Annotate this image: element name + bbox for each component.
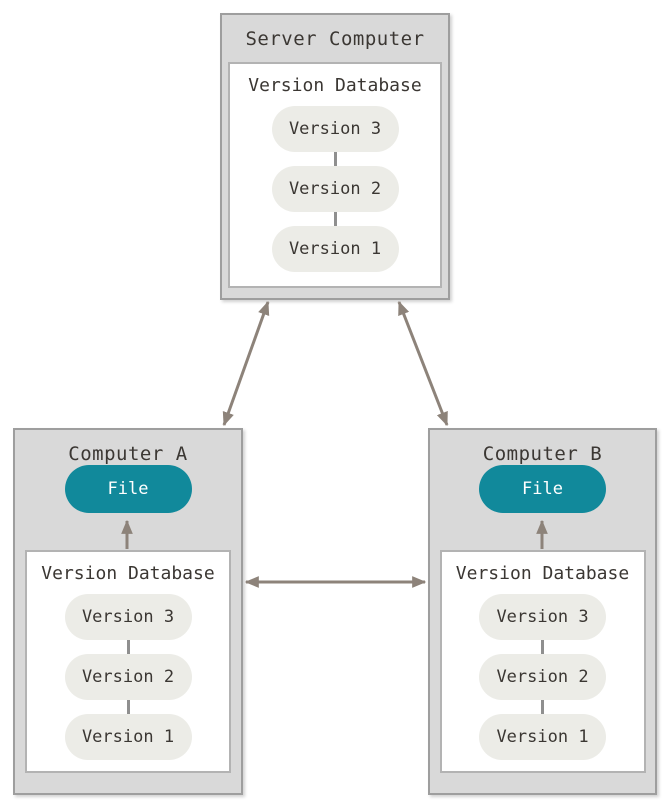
server-computer-title: Server Computer: [245, 28, 425, 50]
computer-a-node: Computer A File Version Database Version…: [13, 428, 243, 795]
pill-connector-line: [541, 700, 544, 714]
version-pill: Version 2: [479, 654, 606, 700]
pill-connector-line: [333, 152, 337, 166]
version-pill: Version 3: [479, 594, 606, 640]
server-computer-node: Server Computer Version Database Version…: [220, 13, 450, 300]
version-pill: Version 1: [479, 714, 606, 760]
computer-a-version-database: Version Database Version 3 Version 2 Ver…: [25, 550, 231, 773]
pill-connector-line: [333, 212, 337, 226]
file-pill: File: [479, 465, 606, 513]
version-pill: Version 1: [271, 226, 399, 272]
computer-a-title: Computer A: [68, 443, 188, 465]
pill-connector-line: [126, 640, 130, 654]
computer-b-node: Computer B File Version Database Version…: [428, 428, 657, 795]
version-database-label: Version Database: [248, 75, 422, 96]
version-pill: Version 3: [64, 594, 192, 640]
version-stack: Version 3 Version 2 Version 1: [442, 594, 644, 760]
edge-server-computer-a: [222, 300, 270, 427]
edge-server-computer-b: [397, 300, 449, 427]
version-pill: Version 1: [64, 714, 192, 760]
server-version-database: Version Database Version 3 Version 2 Ver…: [228, 62, 442, 288]
pill-connector-line: [126, 700, 130, 714]
version-stack: Version 3 Version 2 Version 1: [230, 106, 440, 272]
version-database-label: Version Database: [455, 563, 630, 584]
version-pill: Version 3: [271, 106, 399, 152]
version-database-label: Version Database: [41, 563, 215, 584]
computer-b-title: Computer B: [482, 443, 603, 465]
version-pill: Version 2: [64, 654, 192, 700]
file-pill: File: [64, 465, 192, 513]
computer-b-version-database: Version Database Version 3 Version 2 Ver…: [439, 550, 646, 773]
pill-connector-line: [541, 640, 544, 654]
version-pill: Version 2: [271, 166, 399, 212]
version-stack: Version 3 Version 2 Version 1: [27, 594, 229, 760]
